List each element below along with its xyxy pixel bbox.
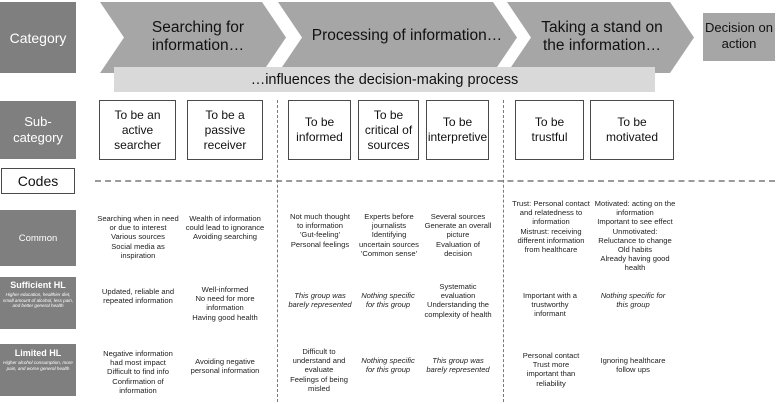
limited-cell-informed: Difficult to understand and evaluate Fee…	[290, 347, 348, 393]
common-cell-trustful: Trust: Personal contact and relatedness …	[512, 199, 590, 255]
common-cell-passive-receiver: Wealth of information could lead to igno…	[185, 214, 265, 242]
subcategory-interpretive: To be interpretive	[426, 100, 489, 160]
subcategory-informed: To be informed	[288, 100, 351, 160]
arrow-taking-stand	[507, 2, 694, 73]
sufficient-cell-motivated: Nothing specific for this group	[600, 291, 666, 310]
influence-banner-text: …influences the decision-making process	[250, 71, 519, 88]
common-cell-active-searcher: Searching when in need or due to interes…	[97, 214, 179, 260]
arrow-processing-label: Processing of information…	[311, 27, 503, 44]
common-cell-interpretive: Several sources Generate an overall pict…	[424, 212, 492, 258]
common-cell-informed: Not much thought to information 'Gut-fee…	[290, 212, 350, 249]
limited-cell-trustful: Personal contact Trust more important th…	[522, 351, 580, 388]
decision-label: Decision on action	[705, 20, 773, 51]
limited-hl-note: Higher alcohol consumption, more pain, a…	[3, 360, 73, 371]
subcategory-active-searcher: To be an active searcher	[99, 100, 176, 160]
limited-cell-motivated: Ignoring healthcare follow ups	[600, 356, 666, 375]
arrow-processing	[278, 2, 517, 73]
common-cell-motivated: Motivated: acting on the information Imp…	[594, 199, 676, 273]
arrow-taking-stand-label: Taking a stand on the information…	[541, 19, 663, 54]
sufficient-cell-critical: Nothing specific for this group	[361, 291, 415, 310]
subcategory-header: Sub-category	[0, 101, 76, 159]
common-label: Common	[18, 232, 58, 244]
sufficient-hl-note: Higher education, healthier diet, small …	[2, 292, 74, 308]
limited-cell-interpretive: This group was barely represented	[426, 356, 490, 375]
limited-hl-header: Limited HL Higher alcohol consumption, m…	[0, 344, 76, 396]
limited-hl-label: Limited HL	[14, 348, 62, 358]
sufficient-cell-passive-receiver: Well-informed No need for more informati…	[192, 285, 258, 322]
sufficient-hl-label: Sufficient HL	[10, 280, 66, 290]
process-arrows	[100, 2, 775, 73]
arrow-searching-label: Searching for information…	[151, 19, 245, 54]
limited-cell-active-searcher: Negative information had most impact Dif…	[103, 349, 173, 395]
limited-cell-passive-receiver: Avoiding negative personal information	[190, 357, 260, 376]
subcategory-label: Sub-category	[13, 114, 63, 145]
column-divider-2	[503, 100, 504, 402]
sufficient-cell-informed: This group was barely represented	[288, 291, 352, 310]
category-header: Category	[0, 2, 76, 73]
category-label: Category	[9, 29, 67, 46]
limited-cell-critical: Nothing specific for this group	[361, 356, 415, 375]
arrow-searching	[100, 2, 286, 73]
sufficient-cell-active-searcher: Updated, reliable and repeated informati…	[101, 287, 175, 306]
codes-box: Codes	[1, 168, 75, 194]
decision-box	[703, 13, 775, 61]
influence-banner: …influences the decision-making process	[114, 67, 655, 92]
column-divider-1	[277, 100, 278, 402]
sufficient-cell-interpretive: Systematic evaluation Understanding the …	[424, 282, 492, 319]
subcategory-passive-receiver: To be a passive receiver	[187, 100, 263, 160]
subcategory-motivated: To be motivated	[590, 100, 674, 160]
codes-label: Codes	[17, 173, 59, 189]
sufficient-cell-trustful: Important with a trustworthy informant	[522, 291, 578, 319]
subcategory-trustful: To be trustful	[515, 100, 584, 160]
common-header: Common	[0, 210, 76, 266]
subcategory-critical: To be critical of sources	[358, 100, 419, 160]
sufficient-hl-header: Sufficient HL Higher education, healthie…	[0, 277, 76, 329]
common-cell-critical: Experts before journalists Identifying u…	[359, 212, 419, 258]
codes-divider	[95, 180, 775, 182]
